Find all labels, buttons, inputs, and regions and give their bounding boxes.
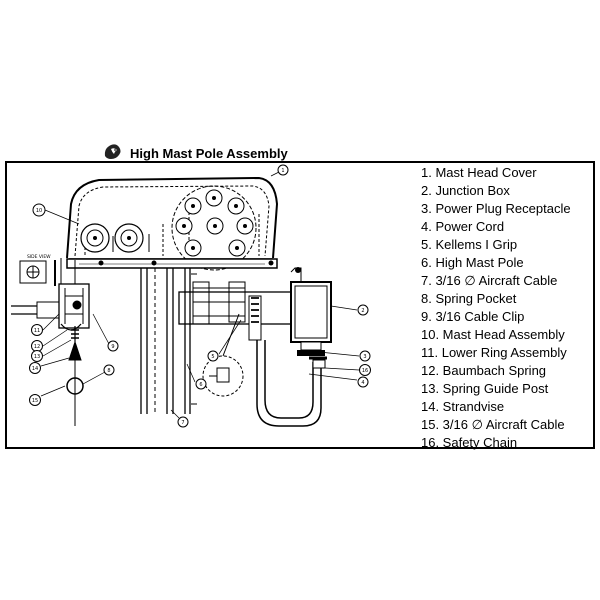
svg-text:8: 8: [107, 368, 110, 374]
svg-text:1: 1: [281, 168, 284, 174]
callout-12: 12: [31, 340, 43, 352]
diagram-title: High Mast Pole Assembly: [130, 146, 288, 161]
legend-item: 11. Lower Ring Assembly: [421, 345, 567, 360]
svg-text:16: 16: [362, 368, 368, 374]
svg-text:7: 7: [181, 420, 184, 426]
legend-item: 9. 3/16 Cable Clip: [421, 309, 525, 324]
mast-assembly-diagram: SIDE VIEW: [11, 164, 371, 428]
callout-11: 11: [31, 324, 43, 336]
side-view-detail: SIDE VIEW: [19, 254, 62, 286]
legend-item: 5. Kellems I Grip: [421, 237, 518, 252]
legend-item: 4. Power Cord: [421, 219, 505, 234]
svg-text:10: 10: [36, 208, 42, 214]
legend-item: 3. Power Plug Receptacle: [421, 201, 571, 216]
svg-text:5: 5: [211, 354, 214, 360]
svg-text:9: 9: [111, 344, 114, 350]
svg-text:14: 14: [32, 366, 38, 372]
legend-item: 15. 3/16 ∅ Aircraft Cable: [421, 417, 565, 432]
left-sheaves: [80, 223, 150, 253]
svg-text:2: 2: [361, 308, 364, 314]
legend-item: 12. Baumbach Spring: [421, 363, 547, 378]
legend-item: 2. Junction Box: [421, 183, 510, 198]
svg-text:3: 3: [363, 354, 366, 360]
svg-text:15: 15: [32, 398, 38, 404]
callout-9: 9: [107, 340, 119, 352]
svg-text:4: 4: [361, 380, 364, 386]
callout-13: 13: [31, 350, 43, 362]
parts-legend: 1. Mast Head Cover 2. Junction Box 3. Po…: [421, 164, 571, 452]
legend-item: 7. 3/16 ∅ Aircraft Cable: [421, 273, 558, 288]
legend-item: 16. Safety Chain: [421, 435, 518, 450]
callout-6: 6: [195, 378, 207, 390]
callout-8: 8: [103, 364, 115, 376]
callout-4: 4: [357, 376, 369, 388]
callout-3: 3: [359, 350, 371, 362]
callout-5: 5: [207, 350, 219, 362]
diagram-frame: [5, 161, 595, 449]
legend-item: 10. Mast Head Assembly: [421, 327, 565, 342]
svg-text:11: 11: [34, 328, 40, 334]
cable-sheave-cluster: [171, 185, 257, 271]
callout-2: 2: [357, 304, 369, 316]
legend-item: 14. Strandvise: [421, 399, 505, 414]
cable-clip-detail: [202, 313, 244, 397]
eagle-logo-icon: [104, 144, 121, 159]
junction-box: [290, 267, 332, 356]
callout-16: 16: [359, 364, 371, 376]
svg-text:6: 6: [199, 382, 202, 388]
callout-10: 10: [32, 203, 46, 217]
legend-item: 13. Spring Guide Post: [421, 381, 549, 396]
callout-15: 15: [29, 394, 41, 406]
callout-14: 14: [29, 362, 41, 374]
callout-7: 7: [177, 416, 189, 428]
svg-text:12: 12: [34, 344, 40, 350]
callout-1: 1: [277, 164, 289, 176]
legend-item: 8. Spring Pocket: [421, 291, 517, 306]
legend-item: 6. High Mast Pole: [421, 255, 524, 270]
svg-text:13: 13: [34, 354, 40, 360]
side-view-label: SIDE VIEW: [27, 254, 51, 260]
legend-item: 1. Mast Head Cover: [421, 165, 537, 180]
